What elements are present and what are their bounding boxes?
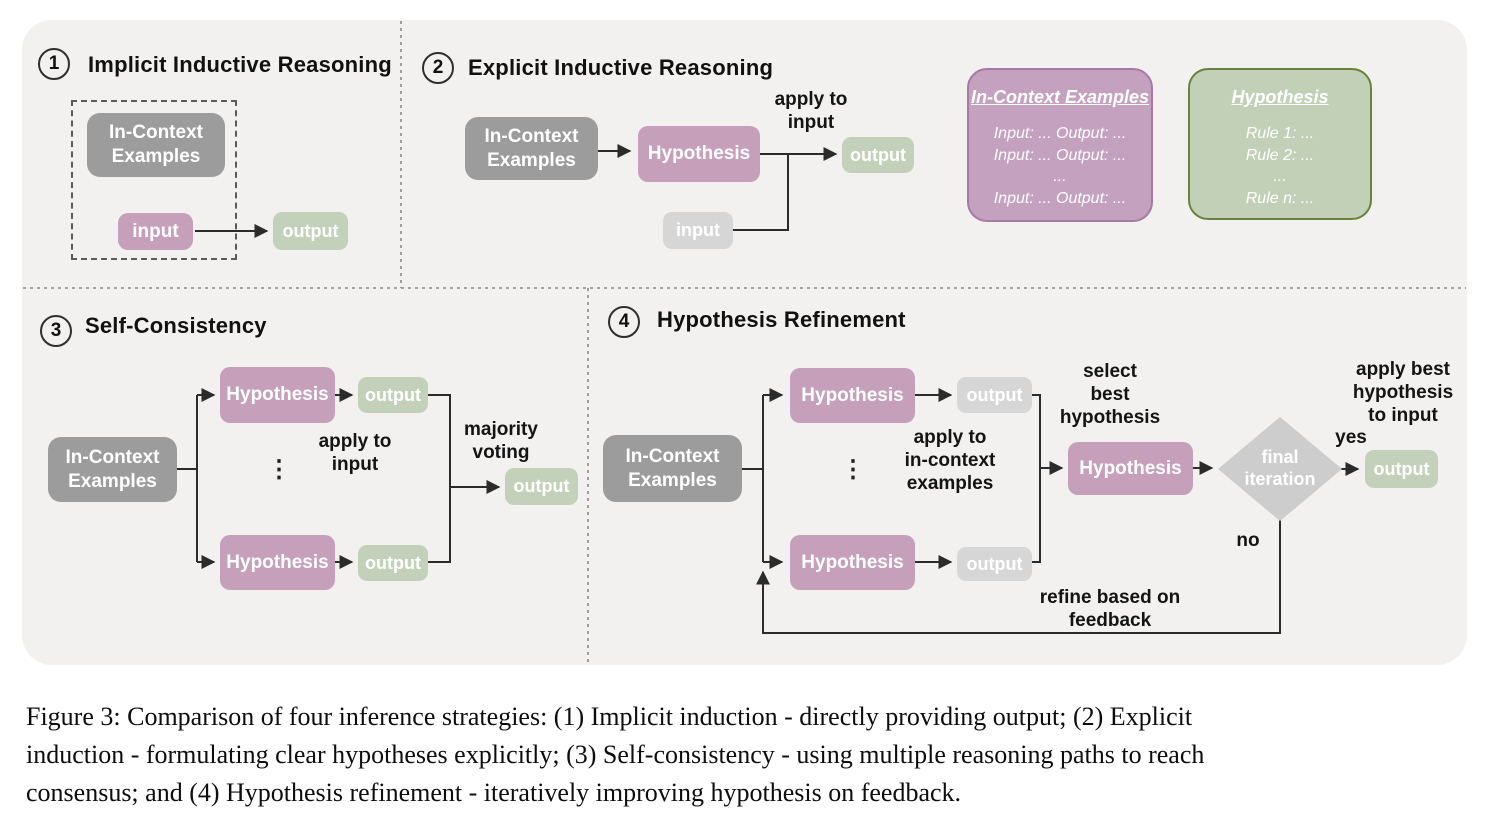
panel4-yes-label: yes xyxy=(1335,427,1367,448)
vertical-ellipsis: ⋮ xyxy=(267,456,291,483)
example-line: Input: ... Output: ... xyxy=(993,189,1127,207)
panel3-apply-to-input-label: apply to input xyxy=(318,431,392,476)
caption-line: induction - formulating clear hypotheses… xyxy=(26,740,1205,769)
panel1-input-node: input xyxy=(118,213,193,250)
panel4-refine-feedback-label: refine based on feedback xyxy=(1039,587,1181,632)
figure-caption: Figure 3: Comparison of four inference s… xyxy=(26,698,1488,812)
rule-line: ... xyxy=(1273,168,1287,186)
in-context-examples-card: In-Context Examples Input: ... Output: .… xyxy=(967,68,1153,222)
panel2-output-node: output xyxy=(842,137,914,173)
panel3-final-output-node: output xyxy=(505,468,578,505)
caption-line: consensus; and (4) Hypothesis refinement… xyxy=(26,778,962,807)
hypothesis-card-title: Hypothesis xyxy=(1231,87,1329,107)
panel4-output-top-node: output xyxy=(957,377,1032,413)
panel3-hypothesis-top-node: Hypothesis xyxy=(220,367,335,423)
panel2-in-context-examples-node: In-Context Examples xyxy=(465,117,598,180)
panel4-in-context-examples-node: In-Context Examples xyxy=(603,435,742,502)
panel4-hypothesis-bottom-node: Hypothesis xyxy=(790,535,915,590)
panel1-title: Implicit Inductive Reasoning xyxy=(88,52,392,77)
panel4-selected-hypothesis-node: Hypothesis xyxy=(1068,442,1193,495)
panel2-hypothesis-node: Hypothesis xyxy=(638,126,760,182)
panel4-hypothesis-top-node: Hypothesis xyxy=(790,368,915,423)
panel1-in-context-examples-node: In-Context Examples xyxy=(87,113,225,177)
rule-line: Rule 1: ... xyxy=(1245,125,1315,142)
panel2-apply-to-input-label: apply to input xyxy=(774,89,848,134)
panel3-title: Self-Consistency xyxy=(85,313,267,338)
panel3-hypothesis-bottom-node: Hypothesis xyxy=(220,535,335,590)
hypothesis-card: Hypothesis Rule 1: ... Rule 2: ... ... R… xyxy=(1188,68,1372,220)
example-line: Input: ... Output: ... xyxy=(993,146,1127,164)
panel4-title: Hypothesis Refinement xyxy=(657,307,906,332)
step-3-badge: 3 xyxy=(40,315,72,347)
panel4-output-node: output xyxy=(1365,450,1438,488)
panel3-majority-voting-label: majority voting xyxy=(464,419,538,464)
rule-line: Rule 2: ... xyxy=(1245,146,1315,164)
panel3-output-top-node: output xyxy=(358,377,428,413)
panel4-output-bottom-node: output xyxy=(957,547,1032,581)
panel4-select-best-label: select best hypothesis xyxy=(1059,361,1161,429)
in-context-examples-card-title: In-Context Examples xyxy=(970,87,1150,107)
panel1-output-node: output xyxy=(273,212,348,250)
example-line: Input: ... Output: ... xyxy=(993,125,1127,142)
panel2-input-node: input xyxy=(663,212,733,249)
step-4-badge: 4 xyxy=(608,306,640,338)
step-1-badge: 1 xyxy=(38,48,70,80)
panel1-dashed-box xyxy=(71,100,237,260)
panel4-apply-best-label: apply best hypothesis to input xyxy=(1352,359,1454,427)
vertical-ellipsis: ⋮ xyxy=(841,456,865,483)
caption-line: Figure 3: Comparison of four inference s… xyxy=(26,702,1193,731)
panel3-output-bottom-node: output xyxy=(358,545,428,581)
panel3-in-context-examples-node: In-Context Examples xyxy=(48,437,177,502)
step-2-badge: 2 xyxy=(422,52,454,84)
panel2-title: Explicit Inductive Reasoning xyxy=(468,55,774,80)
panel4-no-label: no xyxy=(1236,530,1260,551)
rule-line: Rule n: ... xyxy=(1245,189,1315,207)
example-line: ... xyxy=(1053,168,1067,186)
panel4-apply-in-context-label: apply to in-context examples xyxy=(904,427,996,495)
